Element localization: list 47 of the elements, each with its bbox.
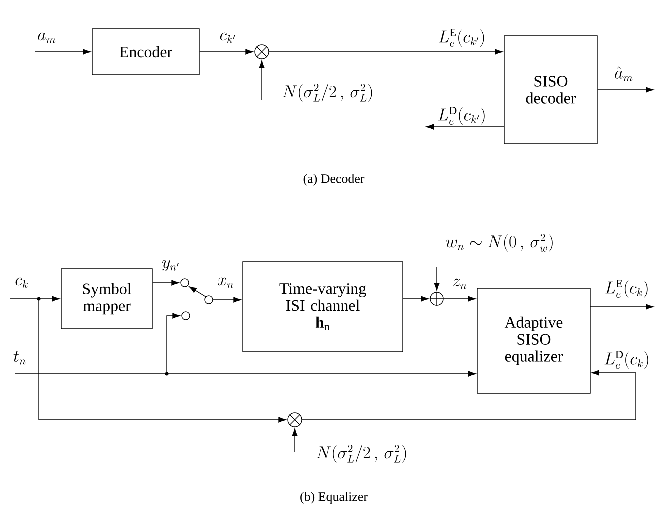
arrow [444, 296, 476, 302]
arrow [166, 313, 180, 374]
edge-label: $N(\sigma_L^2/2\, ,\, \sigma_L^2)$ [317, 444, 406, 463]
arrow [200, 49, 254, 55]
channel-box: Time-varying ISI channel h$_{n}$ [242, 262, 404, 352]
edge-label: $c_k$ [16, 278, 28, 288]
edge-label: $N(\sigma_L^2/2\, ,\, \sigma_L^2)$ [283, 84, 372, 102]
edge-label: $t_n$ [14, 351, 26, 365]
arrow [598, 87, 654, 93]
edge-label: $L_e^{\mathrm{E}}(c_{k'})$ [439, 29, 484, 47]
arrow [152, 280, 180, 286]
arrow [269, 49, 503, 55]
edge-label: $c_{k'}$ [220, 32, 236, 44]
caption: (a) Decoder [304, 174, 365, 186]
arrow [213, 297, 242, 303]
arrow [10, 296, 60, 302]
arrow [38, 298, 286, 423]
edge-label: $L_e^{\mathrm{D}}(c_{k'})$ [438, 107, 485, 125]
arrow [403, 296, 429, 302]
arrow [302, 370, 636, 420]
arrow [259, 60, 265, 100]
caption: (b) Equalizer [300, 492, 368, 504]
arrow [14, 371, 476, 377]
mapper-box: Symbol mapper [61, 268, 153, 330]
edge-label: $L_e^{\mathrm{D}}(c_k)$ [604, 351, 648, 369]
switch-contact [182, 312, 190, 320]
edge-label: $\hat{a}_m$ [615, 66, 633, 82]
arrow [34, 49, 91, 55]
adder-symbol [430, 292, 444, 306]
edge-label: $L_e^{\mathrm{E}}(c_k)$ [605, 280, 648, 298]
edge-label: $y_{n'}$ [162, 260, 179, 272]
edge-label: $a_m$ [38, 32, 56, 44]
equalizer-box: Adaptive SISO equalizer [477, 288, 591, 394]
arrow [292, 428, 298, 452]
encoder-box: Encoder [92, 28, 200, 76]
arrow [590, 304, 654, 310]
edge-label: $w_n \sim N(0\, ,\, \sigma_w^2)$ [446, 234, 553, 252]
arrow [426, 124, 505, 130]
multiplier-symbol [254, 44, 270, 60]
edge-label: $x_n$ [218, 278, 234, 288]
arrow [434, 266, 440, 291]
edge-label: $z_n$ [453, 278, 467, 290]
multiplier-symbol [288, 412, 302, 428]
decoder-box: SISO decoder [504, 36, 598, 144]
switch-lever [189, 286, 206, 298]
switch-contact [204, 296, 214, 304]
switch-contact [180, 278, 190, 288]
